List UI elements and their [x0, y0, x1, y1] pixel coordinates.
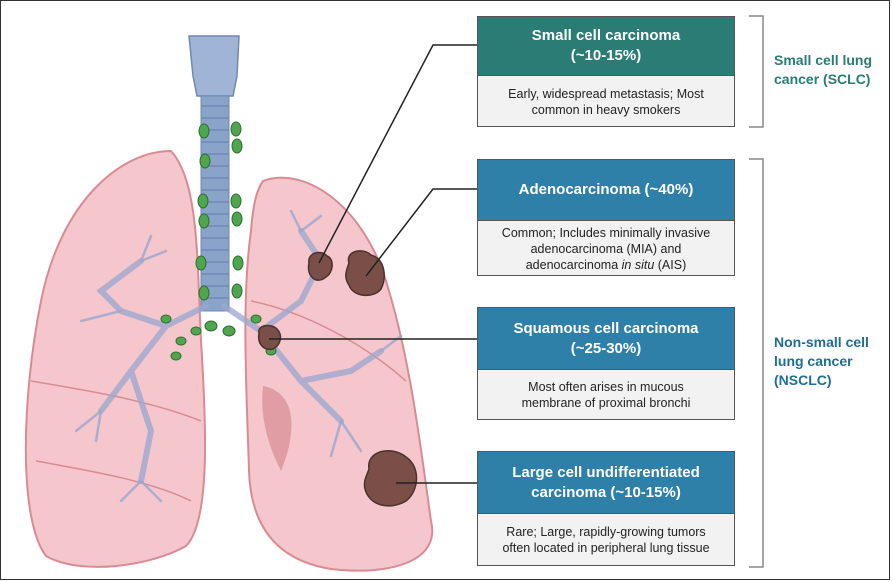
right-lung-fissure — [250, 300, 407, 382]
adeno-box-description: Common; Includes minimally invasive aden… — [478, 221, 734, 276]
sclc-box-description: Early, widespread metastasis; Most commo… — [478, 76, 734, 127]
left-lung-fissure — [30, 380, 202, 422]
title-line: (~10-15%) — [570, 47, 642, 64]
title-line: Small cell carcinoma — [531, 27, 681, 44]
sclc-box-title: Small cell carcinoma (~10-15%) — [478, 17, 734, 76]
tumor-large-cell — [363, 450, 418, 507]
right-lung-notch — [262, 386, 292, 471]
large-cell-box-description: Rare; Large, rapidly-growing tumors ofte… — [478, 514, 734, 566]
desc-line: Most often arises in mucous — [528, 380, 684, 394]
nsclc-group-label: Non-small cell lung cancer (NSCLC) — [774, 333, 869, 390]
squamous-box-title: Squamous cell carcinoma (~25-30%) — [478, 308, 734, 370]
lymph-nodes — [160, 121, 277, 361]
group-brackets — [749, 15, 764, 568]
group-label-line: Small cell lung — [774, 52, 873, 68]
bronchial-tree — [96, 228, 384, 484]
group-label-line: cancer (SCLC) — [774, 71, 871, 87]
desc-line: Rare; Large, rapidly-growing tumors — [506, 525, 706, 539]
adeno-box-title: Adenocarcinoma (~40%) — [478, 160, 734, 221]
left-lung-fissure — [35, 460, 192, 502]
tumor-squamous — [257, 324, 282, 351]
desc-line-italic: adenocarcinoma in situ (AIS) — [525, 257, 687, 272]
squamous-box: Squamous cell carcinoma (~25-30%) Most o… — [477, 307, 735, 420]
title-line: Large cell undifferentiated — [512, 463, 700, 481]
desc-line: often located in peripheral lung tissue — [502, 541, 710, 555]
desc-line: adenocarcinoma (MIA) and — [530, 241, 682, 256]
connector-lines — [269, 44, 477, 484]
title-line: Adenocarcinoma (~40%) — [518, 181, 694, 198]
large-cell-box: Large cell undifferentiated carcinoma (~… — [477, 451, 735, 566]
group-label-line: (NSCLC) — [774, 372, 832, 388]
desc-line: Early, widespread metastasis; Most — [508, 86, 704, 101]
desc-line: common in heavy smokers — [531, 102, 681, 117]
italic-term: in situ — [621, 257, 655, 272]
desc-line: membrane of proximal bronchi — [521, 396, 691, 410]
group-label-line: Non-small cell — [774, 334, 869, 350]
adeno-box: Adenocarcinoma (~40%) Common; Includes m… — [477, 159, 735, 276]
title-line: (~25-30%) — [570, 339, 642, 357]
tumor-small-cell — [307, 251, 333, 281]
tumor-adenocarcinoma — [345, 250, 385, 297]
sclc-box: Small cell carcinoma (~10-15%) Early, wi… — [477, 16, 735, 127]
title-line: carcinoma (~10-15%) — [531, 483, 681, 501]
bronchial-twigs — [74, 209, 403, 503]
desc-line: Common; Includes minimally invasive — [501, 225, 711, 240]
large-cell-box-title: Large cell undifferentiated carcinoma (~… — [478, 452, 734, 514]
title-line: Squamous cell carcinoma — [513, 319, 699, 337]
tumors — [257, 250, 418, 507]
group-label-line: lung cancer — [774, 353, 853, 369]
sclc-group-label: Small cell lung cancer (SCLC) — [774, 51, 872, 89]
larynx — [188, 35, 240, 97]
squamous-box-description: Most often arises in mucous membrane of … — [478, 370, 734, 420]
left-lung — [24, 149, 207, 568]
